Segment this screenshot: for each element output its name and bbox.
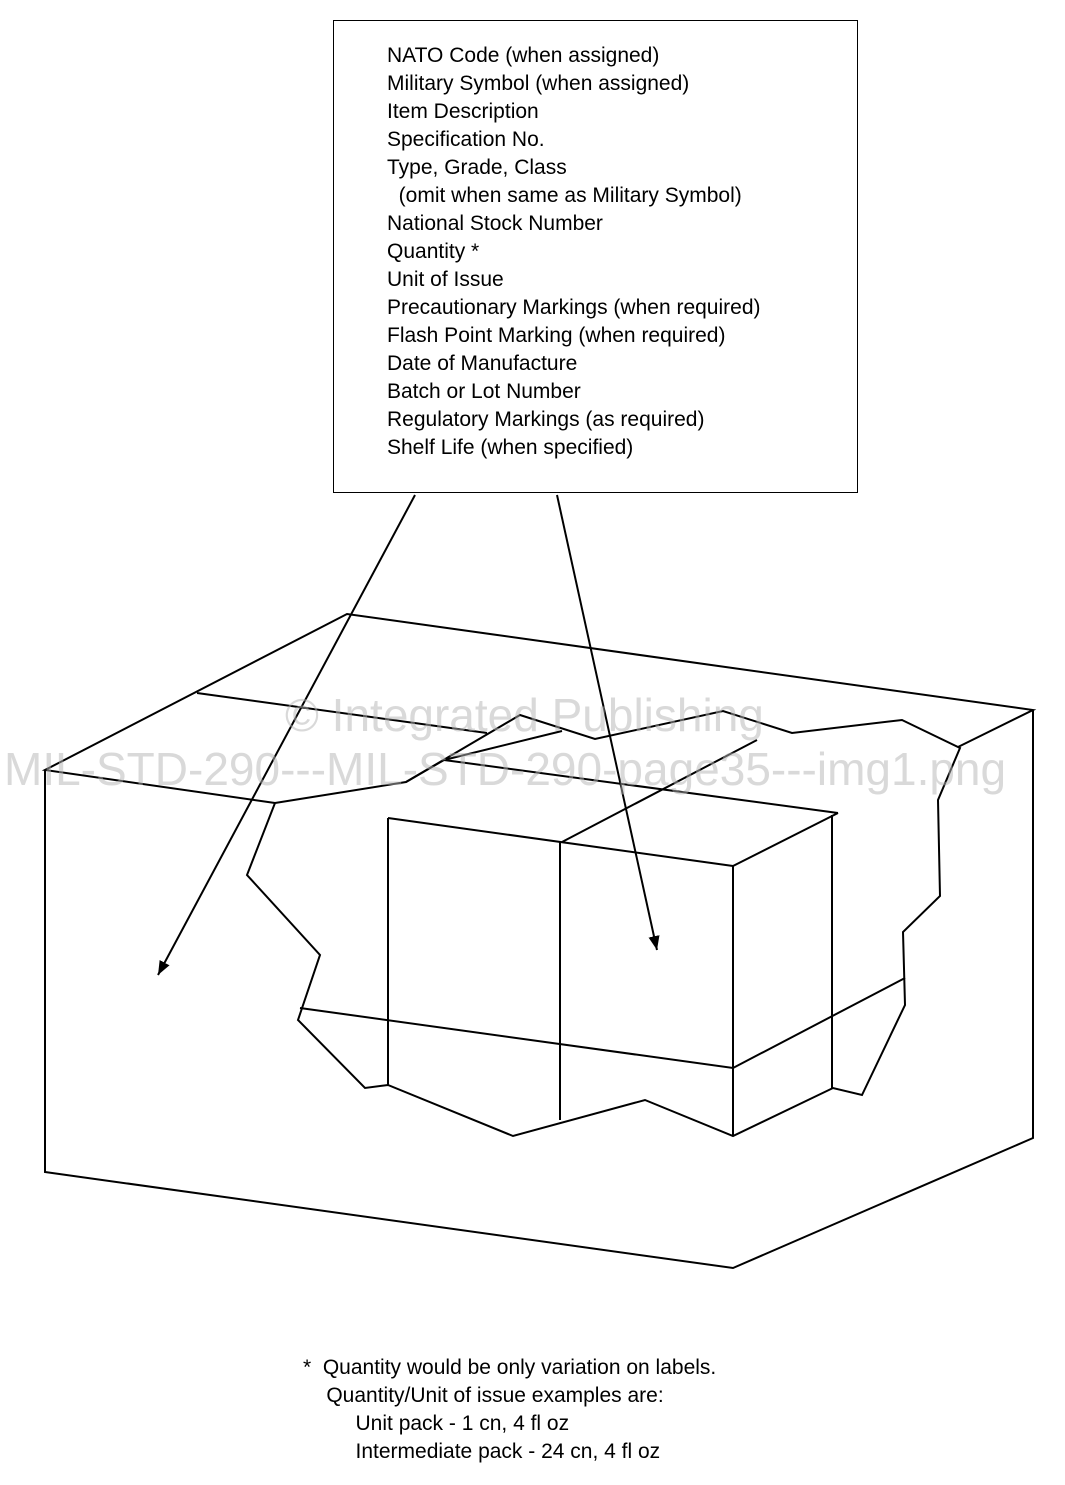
label-line: Batch or Lot Number	[387, 380, 581, 403]
arrow-to-inner-pack	[556, 494, 660, 951]
label-line: Quantity *	[387, 240, 480, 263]
label-line: Shelf Life (when specified)	[387, 436, 634, 459]
label-line: Type, Grade, Class	[387, 156, 567, 179]
label-line: (omit when same as Military Symbol)	[387, 184, 742, 207]
outer-container	[41, 612, 1037, 1270]
label-line: NATO Code (when assigned)	[387, 44, 660, 67]
label-line: Unit of Issue	[387, 268, 504, 291]
label-line: Specification No.	[387, 128, 545, 151]
label-line: Regulatory Markings (as required)	[387, 408, 705, 431]
label-line: National Stock Number	[387, 212, 603, 235]
cutaway-outline	[245, 709, 962, 1138]
label-line: Precautionary Markings (when required)	[387, 296, 761, 319]
footnote: * Quantity would be only variation on la…	[303, 1354, 716, 1466]
label-line: Flash Point Marking (when required)	[387, 324, 726, 347]
arrow-to-container	[157, 494, 416, 976]
footnote-line: Unit pack - 1 cn, 4 fl oz	[303, 1412, 570, 1435]
label-line: Date of Manufacture	[387, 352, 578, 375]
leader-arrows	[157, 494, 660, 976]
label-box	[333, 20, 858, 493]
label-contents: NATO Code (when assigned) Military Symbo…	[387, 42, 761, 462]
footnote-line: * Quantity would be only variation on la…	[303, 1356, 717, 1379]
inner-packs	[299, 730, 906, 1136]
watermark-line2: MIL-STD-290---MIL-STD-290-page35---img1.…	[4, 743, 1007, 795]
footnote-line: Quantity/Unit of issue examples are:	[303, 1384, 664, 1407]
label-line: Military Symbol (when assigned)	[387, 72, 690, 95]
watermark-line1: © Integrated Publishing	[285, 689, 764, 741]
footnote-line: Intermediate pack - 24 cn, 4 fl oz	[303, 1440, 661, 1463]
label-line: Item Description	[387, 100, 539, 123]
